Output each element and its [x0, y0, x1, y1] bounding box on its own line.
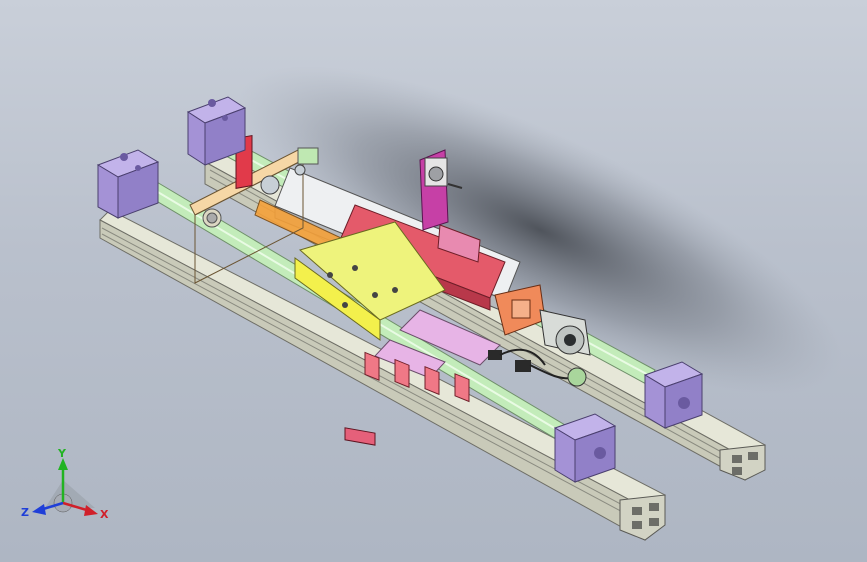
- tensioner-assembly[interactable]: [189, 134, 319, 284]
- z-axis-arrow: [32, 504, 46, 515]
- pink-wedge[interactable]: [437, 224, 481, 263]
- y-axis-arrow: [58, 458, 68, 470]
- y-axis-label: Y: [57, 448, 67, 460]
- end-block-back-left[interactable]: [186, 96, 247, 166]
- bottom-clamp[interactable]: [344, 427, 376, 446]
- end-block-front-right[interactable]: [553, 413, 617, 483]
- yellow-carriage-plate[interactable]: [294, 221, 446, 341]
- servo-motor[interactable]: [539, 309, 591, 356]
- coordinate-triad: Y X Z: [21, 448, 109, 521]
- end-block-back-right[interactable]: [643, 361, 704, 429]
- orange-coupling-block[interactable]: [494, 284, 546, 336]
- end-block-front-left[interactable]: [96, 149, 160, 219]
- model-shadow: [238, 66, 842, 394]
- sensor-bracket[interactable]: [419, 149, 463, 231]
- z-axis-label: Z: [21, 506, 29, 519]
- x-axis-arrow: [84, 505, 98, 516]
- cable-connectors[interactable]: [488, 348, 587, 387]
- pink-plate[interactable]: [399, 309, 501, 366]
- x-axis-label: X: [100, 508, 109, 521]
